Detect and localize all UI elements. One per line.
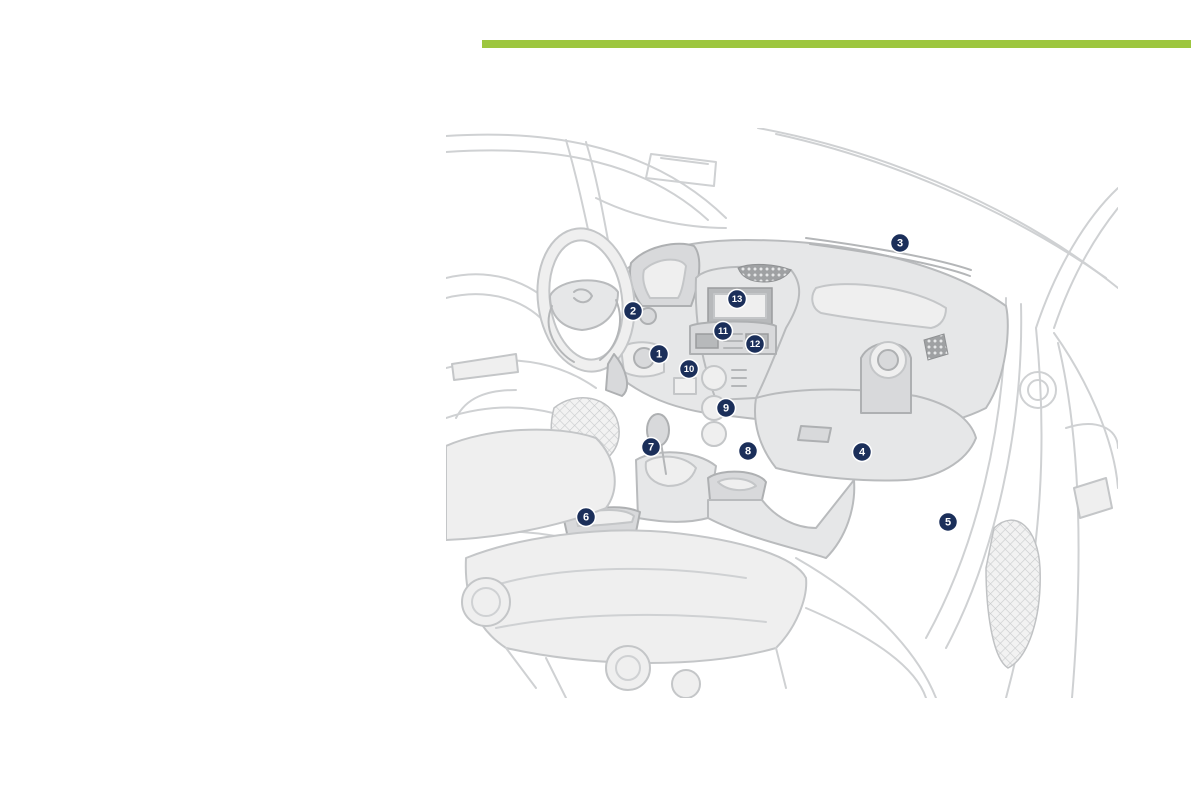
callout-number: 1 (656, 349, 662, 361)
callout-number: 11 (718, 326, 729, 337)
callout-5: 5 (939, 513, 958, 532)
callout-12: 12 (746, 335, 765, 354)
callout-number: 13 (732, 294, 743, 305)
callout-number: 3 (897, 238, 903, 250)
callout-7: 7 (642, 438, 661, 457)
callout-number: 9 (723, 403, 729, 415)
callout-number: 4 (859, 447, 866, 459)
callout-number: 7 (648, 442, 654, 454)
callout-number: 12 (750, 339, 761, 350)
dashboard (609, 238, 1008, 481)
callout-number: 8 (745, 446, 751, 458)
callout-10: 10 (680, 360, 699, 379)
callout-4: 4 (853, 443, 872, 462)
callout-1: 1 (650, 345, 669, 364)
seat (446, 430, 806, 698)
callout-number: 6 (583, 512, 589, 524)
callout-11: 11 (714, 322, 733, 341)
callout-3: 3 (891, 234, 910, 253)
callout-13: 13 (728, 290, 747, 309)
callout-number: 5 (945, 517, 951, 529)
callout-number: 10 (684, 364, 695, 375)
callout-number: 2 (630, 306, 636, 318)
callout-9: 9 (717, 399, 736, 418)
callout-8: 8 (739, 442, 758, 461)
callout-2: 2 (624, 302, 643, 321)
callout-6: 6 (577, 508, 596, 527)
header-accent-rule (482, 40, 1191, 48)
